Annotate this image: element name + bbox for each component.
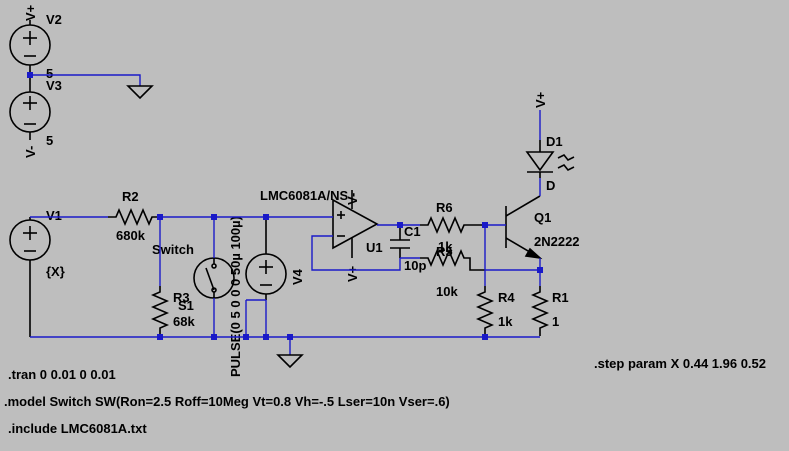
step-directive[interactable]: .step param X 0.44 1.96 0.52 (594, 356, 766, 371)
r2-value-label: 680k (116, 228, 146, 243)
c1-name-label: C1 (404, 224, 421, 239)
v3-source[interactable] (9, 75, 51, 140)
q1-value-label: 2N2222 (534, 234, 580, 249)
d1-led[interactable] (525, 140, 575, 178)
model-directive[interactable]: .model Switch SW(Ron=2.5 Roff=10Meg Vt=0… (4, 394, 450, 409)
circuit-wiring (30, 110, 543, 355)
q1-name-label: Q1 (534, 210, 551, 225)
r6-name-label: R6 (436, 200, 453, 215)
r4-resistor[interactable] (475, 286, 495, 336)
u1-opamp[interactable] (332, 190, 379, 258)
v2-pos-net-label: V+ (23, 4, 38, 21)
v3-neg-net-label: V- (23, 146, 38, 158)
d1-supply-net-label: V+ (533, 91, 548, 108)
v3-value-label: 5 (46, 133, 53, 148)
v4-value-label: PULSE(0 5 0 0 0 50µ 100µ) (228, 216, 243, 377)
v1-name-label: V1 (46, 208, 62, 223)
r1-resistor[interactable] (530, 286, 550, 336)
ground-symbol-main (276, 354, 304, 369)
supply-wiring (27, 72, 141, 86)
d1-name-label: D1 (546, 134, 563, 149)
c1-value-label: 10p (404, 258, 426, 273)
v1-value-label: {X} (46, 264, 65, 279)
r5-resistor[interactable] (420, 248, 485, 271)
r4-name-label: R4 (498, 290, 515, 305)
tran-directive[interactable]: .tran 0 0.01 0 0.01 (8, 367, 116, 382)
q1-transistor[interactable] (505, 195, 543, 260)
v1-source[interactable] (9, 217, 51, 337)
r1-value-label: 1 (552, 314, 559, 329)
v3-name-label: V3 (46, 78, 62, 93)
s1-model-label: Switch (152, 242, 194, 257)
v4-source[interactable] (245, 217, 287, 300)
r2-name-label: R2 (122, 189, 139, 204)
u1-name-label: U1 (366, 240, 383, 255)
r3-resistor[interactable] (150, 286, 170, 336)
ground-symbol-supply (126, 85, 154, 100)
u1-pos-net-label: V+ (345, 265, 360, 282)
r3-value-label: 68k (173, 314, 195, 329)
r6-resistor[interactable] (420, 215, 485, 235)
v2-value-label: 5 (46, 66, 53, 81)
r4-value-label: 1k (498, 314, 513, 329)
r5-value-label: 10k (436, 284, 458, 299)
v2-source[interactable] (9, 20, 51, 73)
include-directive[interactable]: .include LMC6081A.txt (8, 421, 147, 436)
r1-name-label: R1 (552, 290, 569, 305)
u1-model-label: LMC6081A/NS (260, 188, 348, 203)
v4-name-label: V4 (290, 268, 305, 285)
r2-resistor[interactable] (108, 207, 160, 227)
v2-name-label: V2 (46, 12, 62, 27)
r3-name-label: R3 (173, 290, 190, 305)
d1-value-label: D (546, 178, 555, 193)
r5-name-label: R5 (436, 244, 453, 259)
s1-name-label: S1 (178, 298, 194, 313)
u1-neg-net-label: V- (345, 193, 360, 205)
